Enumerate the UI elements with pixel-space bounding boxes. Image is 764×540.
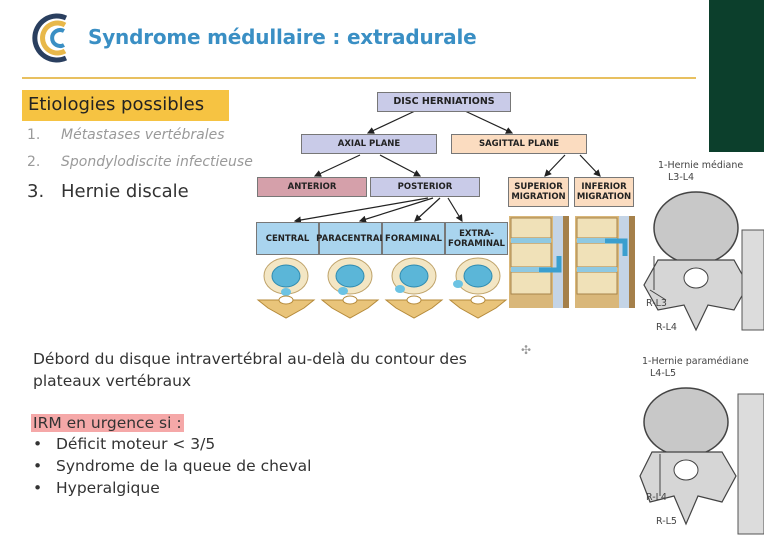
bullet-item: •Syndrome de la queue de cheval	[33, 457, 312, 475]
anatomy-label-1-level: L3-L4	[668, 172, 695, 183]
urgent-heading: IRM en urgence si :	[31, 414, 184, 432]
vertebra-illustration	[320, 257, 380, 319]
diagram-inferior: INFERIOR MIGRATION	[574, 177, 634, 207]
slide-title: Syndrome médullaire : extradurale	[88, 25, 477, 49]
sagittal-inferior-illustration	[575, 216, 635, 308]
diagram-extraforaminal: EXTRA-FORAMINAL	[445, 222, 508, 255]
list-item-number: 2.	[27, 154, 41, 170]
cursor-icon: ✣	[521, 343, 532, 357]
vertebra-axial-illustrations	[256, 257, 508, 319]
list-item-text: Hernie discale	[61, 181, 189, 202]
list-item: 3. Hernie discale	[27, 181, 189, 202]
list-item-number: 1.	[27, 127, 41, 143]
etiologies-heading: Etiologies possibles	[22, 90, 229, 121]
diagram-arrows	[293, 110, 601, 224]
bullet-text: Syndrome de la queue de cheval	[56, 457, 312, 475]
list-item: 2. Spondylodiscite infectieuse	[27, 154, 253, 170]
anatomy-root-2b: R-L5	[656, 516, 677, 527]
disc-herniation-diagram: DISC HERNIATIONS AXIAL PLANE SAGITTAL PL…	[250, 88, 640, 320]
diagram-root: DISC HERNIATIONS	[377, 92, 511, 112]
title-divider	[22, 77, 696, 79]
diagram-anterior: ANTERIOR	[257, 177, 367, 197]
webcam-video	[709, 0, 764, 155]
diagram-foraminal: FORAMINAL	[382, 222, 445, 255]
diagram-superior: SUPERIOR MIGRATION	[508, 177, 569, 207]
diagram-posterior: POSTERIOR	[370, 177, 480, 197]
vertebra-illustration	[384, 257, 444, 319]
bullet-item: •Hyperalgique	[33, 479, 160, 497]
list-item-number: 3.	[27, 181, 45, 202]
bullet-item: •Déficit moteur < 3/5	[33, 435, 216, 453]
anatomy-label-1: 1-Hernie médiane	[658, 160, 744, 171]
sagittal-superior-illustration	[509, 216, 569, 308]
list-item-text: Spondylodiscite infectieuse	[61, 154, 253, 170]
vertebra-drawing-1	[643, 191, 764, 332]
spine-sagittal-illustrations	[509, 216, 635, 308]
anatomy-root-1b: R-L4	[656, 322, 677, 333]
bullet-text: Hyperalgique	[56, 479, 160, 497]
diagram-paracentral: PARACENTRAL	[316, 222, 385, 255]
vertebra-illustration	[256, 257, 316, 319]
diagram-central: CENTRAL	[256, 222, 319, 255]
vertebra-illustration	[448, 257, 508, 319]
list-item-text: Métastases vertébrales	[61, 127, 225, 143]
anatomy-label-2-level: L4-L5	[650, 368, 677, 379]
etiologies-heading-text: Etiologies possibles	[28, 94, 205, 115]
diagram-sagittal: SAGITTAL PLANE	[451, 134, 587, 154]
list-item: 1. Métastases vertébrales	[27, 127, 225, 143]
bullet-text: Déficit moteur < 3/5	[56, 435, 216, 453]
description-text: Débord du disque intravertébral au-delà …	[33, 350, 467, 390]
logo-icon	[32, 13, 68, 63]
anatomy-label-2: 1-Hernie paramédiane	[642, 356, 749, 367]
anatomy-panel: 1-Hernie médiane L3-L4 R-L3 R-L4 1-Herni…	[638, 152, 764, 540]
anatomy-root-2a: R-L4	[646, 492, 667, 503]
anatomy-root-1a: R-L3	[646, 298, 667, 309]
vertebra-drawing-2	[639, 387, 764, 535]
diagram-axial: AXIAL PLANE	[301, 134, 437, 154]
